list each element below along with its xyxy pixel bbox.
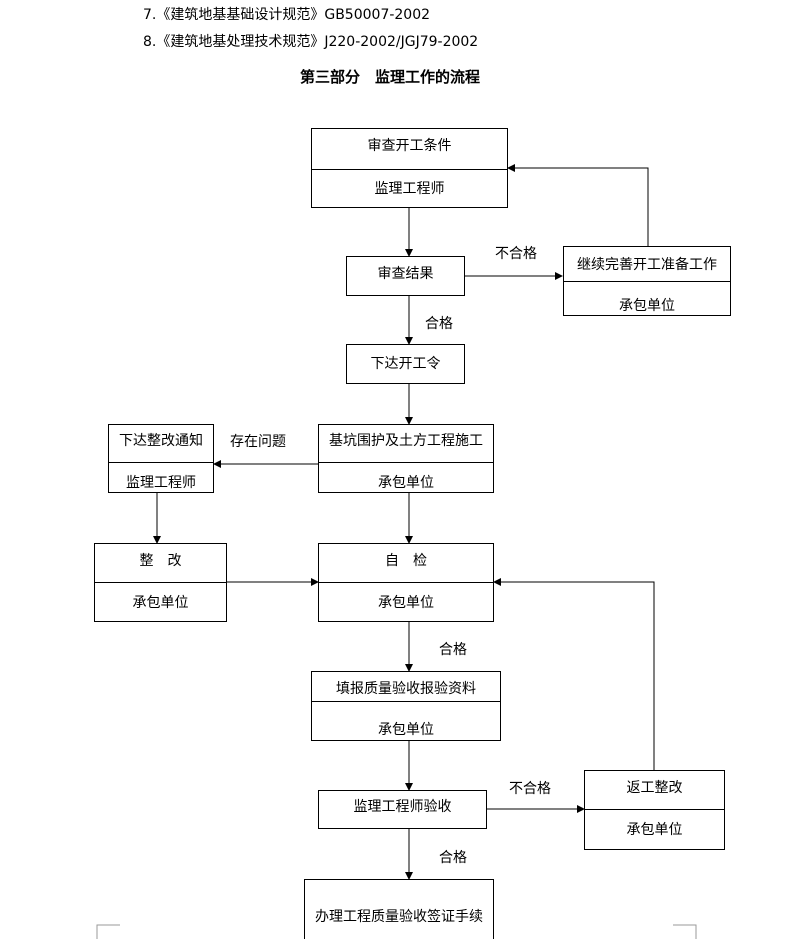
node-rework: 返工整改 承包单位 (584, 770, 725, 850)
node-review-result: 审查结果 (346, 256, 465, 296)
node-continue-prep-owner: 承包单位 (619, 298, 675, 314)
node-sign-off: 办理工程质量验收签证手续 (304, 879, 494, 939)
node-fill-report-owner: 承包单位 (378, 722, 434, 738)
edge-label-unqualified-1: 不合格 (495, 246, 537, 262)
node-continue-prep: 继续完善开工准备工作 承包单位 (563, 246, 731, 316)
page-corner-mark-left (96, 924, 120, 939)
node-sign-off-title: 办理工程质量验收签证手续 (315, 909, 483, 925)
node-pit-construction-owner: 承包单位 (378, 475, 434, 491)
node-rework-owner: 承包单位 (626, 822, 683, 838)
arrow-rework-to-self-check (493, 578, 655, 770)
edge-label-unqualified-2: 不合格 (509, 781, 551, 797)
node-self-check-owner: 承包单位 (378, 595, 434, 611)
node-rectify-notice-owner: 监理工程师 (126, 475, 196, 491)
node-issue-start-order-title: 下达开工令 (370, 356, 441, 372)
reference-line-8: 8.《建筑地基处理技术规范》J220-2002/JGJ79-2002 (143, 34, 479, 50)
node-rectify-owner: 承包单位 (132, 595, 189, 611)
edge-label-qualified-3: 合格 (439, 850, 467, 866)
node-review-result-title: 审查结果 (377, 266, 434, 282)
node-fill-report-title: 填报质量验收报验资料 (336, 681, 476, 697)
node-review-conditions-title: 审查开工条件 (367, 138, 452, 154)
edge-label-qualified-2: 合格 (439, 642, 467, 658)
node-self-check: 自 检 承包单位 (318, 543, 494, 622)
reference-line-7: 7.《建筑地基基础设计规范》GB50007-2002 (143, 7, 431, 23)
node-engineer-acceptance-title: 监理工程师验收 (353, 799, 452, 815)
arrow-continue-prep-to-conditions (507, 164, 649, 246)
node-pit-construction: 基坑围护及土方工程施工 承包单位 (318, 424, 494, 493)
node-issue-start-order: 下达开工令 (346, 344, 465, 384)
page-corner-mark-right (673, 924, 697, 939)
node-rectify: 整 改 承包单位 (94, 543, 227, 622)
node-review-conditions-owner: 监理工程师 (374, 181, 445, 197)
node-self-check-title: 自 检 (385, 553, 427, 569)
node-rework-title: 返工整改 (626, 780, 683, 796)
node-rectify-notice-title: 下达整改通知 (119, 433, 203, 449)
section-title: 第三部分 监理工作的流程 (300, 68, 481, 86)
edge-label-qualified-1: 合格 (425, 316, 453, 332)
node-rectify-title: 整 改 (139, 553, 182, 569)
node-rectify-notice: 下达整改通知 监理工程师 (108, 424, 214, 493)
node-pit-construction-title: 基坑围护及土方工程施工 (329, 433, 483, 449)
node-engineer-acceptance: 监理工程师验收 (318, 790, 487, 829)
node-fill-report: 填报质量验收报验资料 承包单位 (311, 671, 501, 741)
edge-label-problem-exists: 存在问题 (230, 434, 286, 450)
node-review-conditions: 审查开工条件 监理工程师 (311, 128, 508, 208)
node-continue-prep-title: 继续完善开工准备工作 (577, 257, 717, 273)
